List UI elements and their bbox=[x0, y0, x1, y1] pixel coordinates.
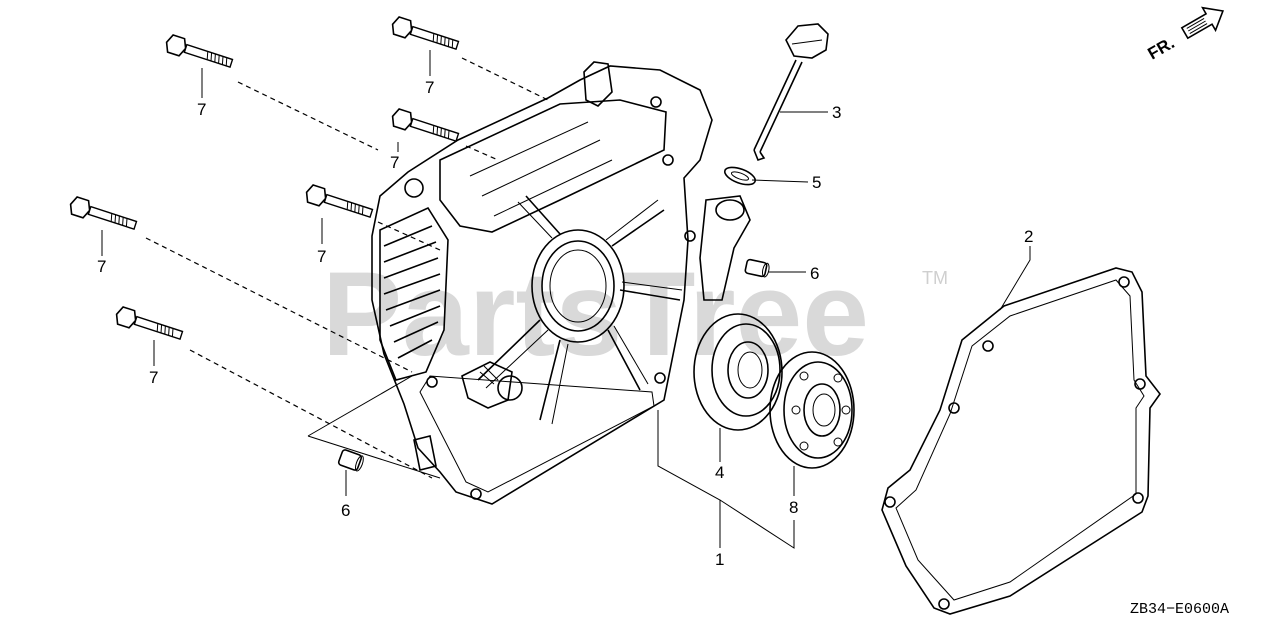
bolt-part-7-f bbox=[115, 306, 184, 340]
diagram-code: ZB34−E0600A bbox=[1130, 601, 1229, 618]
callout-3: 3 bbox=[832, 103, 841, 122]
callout-2: 2 bbox=[1024, 227, 1033, 246]
oil-dipstick-part-3 bbox=[753, 23, 829, 161]
o-ring-part-5 bbox=[723, 166, 757, 186]
oil-seal-part-4 bbox=[693, 313, 783, 431]
watermark-trademark: TM bbox=[922, 268, 948, 288]
front-arrow-icon bbox=[1180, 6, 1225, 40]
callout-7-a: 7 bbox=[197, 100, 206, 119]
callout-8: 8 bbox=[789, 498, 798, 517]
leader-lines bbox=[101, 50, 1031, 549]
front-label: FR. bbox=[1145, 33, 1178, 63]
bolt-part-7-c bbox=[391, 108, 460, 142]
gasket-part-2 bbox=[881, 267, 1161, 615]
bolt-part-7-b bbox=[391, 16, 460, 50]
callout-6-a: 6 bbox=[810, 264, 819, 283]
bolt-part-7-d bbox=[305, 184, 374, 218]
bolt-part-7-a bbox=[165, 34, 234, 68]
bolt-part-7-e bbox=[69, 196, 138, 230]
callout-4: 4 bbox=[715, 463, 724, 482]
callout-7-c: 7 bbox=[390, 153, 399, 172]
ball-bearing-part-8 bbox=[769, 351, 855, 469]
callouts: 7 7 7 7 7 7 3 5 6 6 4 8 1 2 bbox=[97, 78, 1033, 569]
callout-7-d: 7 bbox=[317, 247, 326, 266]
callout-6-b: 6 bbox=[341, 501, 350, 520]
dowel-pin-part-6-a bbox=[744, 258, 770, 278]
dowel-pin-part-6-b bbox=[337, 449, 364, 472]
callout-1: 1 bbox=[715, 550, 724, 569]
callout-7-b: 7 bbox=[425, 78, 434, 97]
callout-5: 5 bbox=[812, 173, 821, 192]
crankcase-cover-part-1 bbox=[371, 61, 751, 505]
callout-7-f: 7 bbox=[149, 368, 158, 387]
front-direction-indicator: FR. bbox=[1145, 6, 1225, 63]
callout-7-e: 7 bbox=[97, 257, 106, 276]
